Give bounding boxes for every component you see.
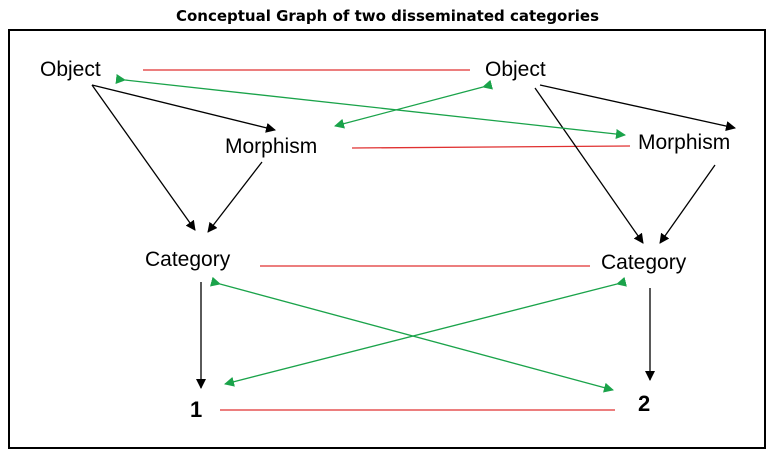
node-one-label: 1 xyxy=(190,397,203,422)
diagram-title: Conceptual Graph of two disseminated cat… xyxy=(175,7,600,25)
category-left-label: Category xyxy=(145,248,231,271)
morphism-to-category-left-arrow xyxy=(207,161,263,233)
object-to-morphism-right-arrow xyxy=(539,84,736,131)
morphism-correspondence-line xyxy=(351,145,631,149)
category-right-to-one-cross-arrow xyxy=(224,276,627,387)
object-left-label: Object xyxy=(40,58,101,81)
morphism-left-label: Morphism xyxy=(225,135,318,158)
object-right-to-morphism-left-cross-arrow xyxy=(334,79,493,129)
morphism-to-category-right-arrow xyxy=(659,164,716,244)
object-right-label: Object xyxy=(485,58,546,81)
morphism-right-label: Morphism xyxy=(638,131,731,154)
object-to-category-right-arrow xyxy=(534,87,644,244)
category-right-label: Category xyxy=(601,251,687,274)
object-to-category-left-arrow xyxy=(91,84,196,231)
node-two-label: 2 xyxy=(638,391,651,416)
diagram-canvas xyxy=(91,69,736,411)
object-left-to-morphism-right-cross-arrow xyxy=(115,74,626,139)
